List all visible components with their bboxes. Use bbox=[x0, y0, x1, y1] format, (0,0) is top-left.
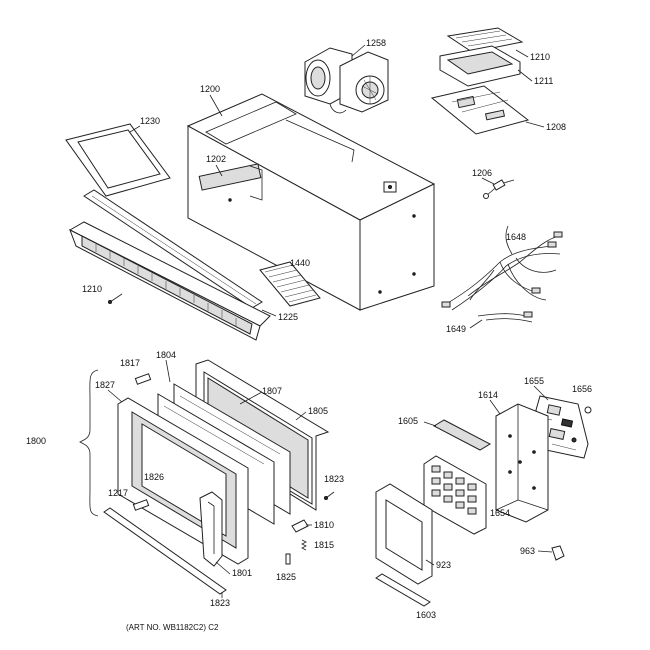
part-control-board bbox=[535, 395, 589, 459]
label-1827: 1827 bbox=[95, 380, 115, 390]
part-front-grille bbox=[68, 221, 271, 341]
label-1210-screw: 1210 bbox=[82, 284, 102, 294]
leader-1614 bbox=[489, 399, 501, 415]
leader-963 bbox=[537, 550, 553, 553]
part-control-trim bbox=[375, 573, 431, 607]
label-1605: 1605 bbox=[398, 416, 418, 426]
label-1810: 1810 bbox=[314, 520, 334, 530]
part-vent-grille bbox=[259, 261, 321, 307]
leader-923 bbox=[425, 559, 435, 566]
leader-1605 bbox=[423, 421, 437, 427]
label-1648: 1648 bbox=[506, 232, 526, 242]
part-control-housing bbox=[495, 403, 549, 523]
part-control-frame bbox=[375, 483, 433, 585]
label-1206: 1206 bbox=[472, 168, 492, 178]
leader-1230 bbox=[129, 125, 141, 133]
label-923: 923 bbox=[436, 560, 451, 570]
label-1800: 1800 bbox=[26, 436, 46, 446]
part-fuse-1656 bbox=[584, 406, 592, 414]
label-1230: 1230 bbox=[140, 116, 160, 126]
label-1258: 1258 bbox=[366, 38, 386, 48]
leader-1655 bbox=[533, 385, 549, 401]
part-963 bbox=[551, 545, 565, 561]
part-screw-1823 bbox=[324, 491, 335, 500]
label-1200: 1200 bbox=[200, 84, 220, 94]
label-1826: 1826 bbox=[144, 472, 164, 482]
leader-1211 bbox=[517, 69, 533, 82]
part-door-handle bbox=[199, 491, 223, 567]
part-door-latch bbox=[134, 373, 152, 385]
label-1210-top: 1210 bbox=[530, 52, 550, 62]
label-1656: 1656 bbox=[572, 384, 592, 394]
label-1440: 1440 bbox=[290, 258, 310, 268]
leader-1649 bbox=[469, 319, 483, 329]
leader-1827 bbox=[107, 389, 123, 403]
label-1823-right: 1823 bbox=[324, 474, 344, 484]
part-keypad bbox=[423, 455, 487, 535]
leader-1805 bbox=[295, 411, 307, 421]
label-1654: 1654 bbox=[490, 508, 510, 518]
part-wire-harness bbox=[441, 225, 563, 323]
label-1801: 1801 bbox=[232, 568, 252, 578]
label-1208: 1208 bbox=[546, 122, 566, 132]
leader-1258 bbox=[351, 44, 366, 57]
bracket-1800 bbox=[79, 369, 99, 517]
leader-1804 bbox=[165, 359, 171, 383]
art-number-caption: (ART NO. WB1182C2) C2 bbox=[126, 623, 219, 632]
label-1225: 1225 bbox=[278, 312, 298, 322]
label-1805: 1805 bbox=[308, 406, 328, 416]
label-1807: 1807 bbox=[262, 386, 282, 396]
leader-1225 bbox=[261, 309, 277, 317]
leader-1807 bbox=[239, 391, 263, 405]
label-1217: 1217 bbox=[108, 488, 128, 498]
part-mounting-plate bbox=[430, 85, 530, 135]
label-1603: 1603 bbox=[416, 610, 436, 620]
label-1825: 1825 bbox=[276, 572, 296, 582]
leader-1801 bbox=[215, 561, 231, 575]
label-1804: 1804 bbox=[156, 350, 176, 360]
label-1655: 1655 bbox=[524, 376, 544, 386]
part-spring-1815 bbox=[301, 539, 307, 551]
part-screw bbox=[108, 293, 123, 304]
label-1202: 1202 bbox=[206, 154, 226, 164]
part-vent-bar bbox=[83, 189, 263, 309]
label-1817: 1817 bbox=[120, 358, 140, 368]
part-filter-frame bbox=[439, 45, 521, 87]
label-1823-bottom: 1823 bbox=[210, 598, 230, 608]
part-blower-fan bbox=[304, 47, 389, 114]
part-thermostat bbox=[483, 179, 515, 199]
leader-1206 bbox=[481, 177, 495, 185]
label-1649: 1649 bbox=[446, 324, 466, 334]
label-963: 963 bbox=[520, 546, 535, 556]
leader-1208 bbox=[525, 121, 545, 128]
leader-1210-top bbox=[515, 49, 529, 58]
part-latch-1810 bbox=[291, 519, 309, 533]
part-pin-1825 bbox=[285, 553, 291, 565]
part-display-window bbox=[432, 419, 492, 451]
leader-1202 bbox=[215, 164, 223, 177]
part-hinge bbox=[132, 499, 150, 511]
label-1614: 1614 bbox=[478, 390, 498, 400]
part-cabinet bbox=[186, 93, 436, 311]
leader-1200 bbox=[209, 94, 223, 117]
label-1815: 1815 bbox=[314, 540, 334, 550]
part-door-trim bbox=[103, 507, 227, 595]
part-filter-1230 bbox=[65, 123, 171, 197]
part-charcoal-filter bbox=[446, 27, 524, 53]
label-1211: 1211 bbox=[534, 76, 553, 86]
